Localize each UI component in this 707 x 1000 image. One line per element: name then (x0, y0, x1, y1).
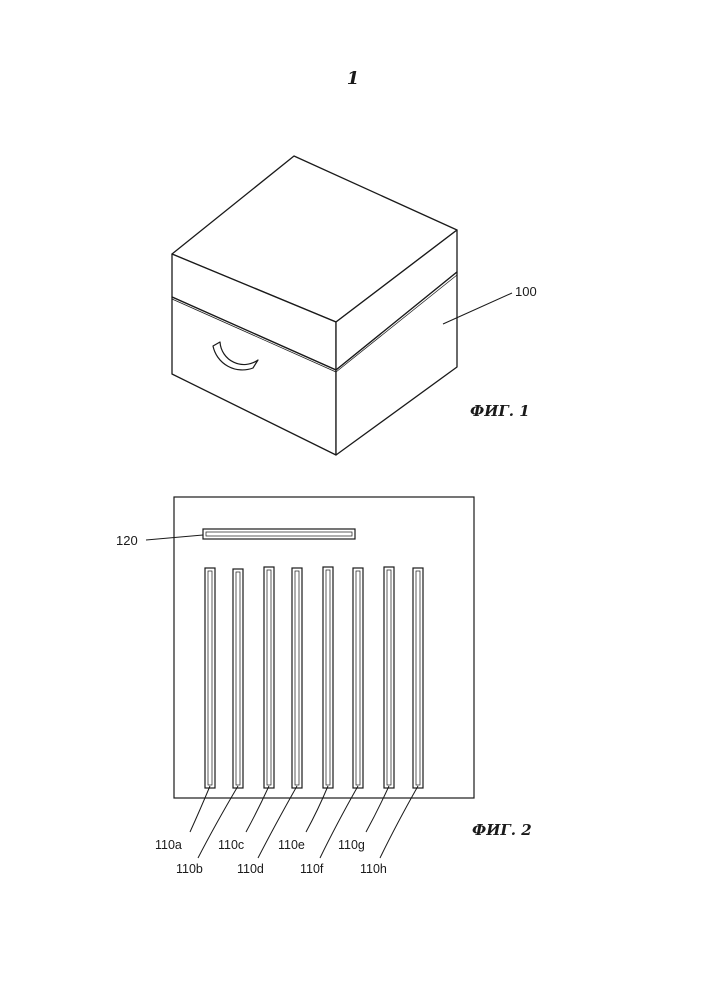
label-110a: 110a (155, 838, 182, 852)
figure-2-caption: ФИГ. 2 (472, 821, 532, 839)
label-110d: 110d (237, 862, 264, 876)
label-110e: 110e (278, 838, 305, 852)
label-110g: 110g (338, 838, 365, 852)
sheet-number: 1 (347, 68, 360, 89)
label-120: 120 (116, 533, 138, 548)
label-110c: 110c (218, 838, 244, 852)
label-110f: 110f (300, 862, 324, 876)
label-110b: 110b (176, 862, 203, 876)
panel-outline (174, 497, 474, 798)
label-110h: 110h (360, 862, 387, 876)
figure-1-caption: ФИГ. 1 (470, 402, 530, 420)
figure-2 (174, 497, 474, 798)
label-100: 100 (515, 284, 537, 299)
figure-1 (172, 156, 457, 455)
